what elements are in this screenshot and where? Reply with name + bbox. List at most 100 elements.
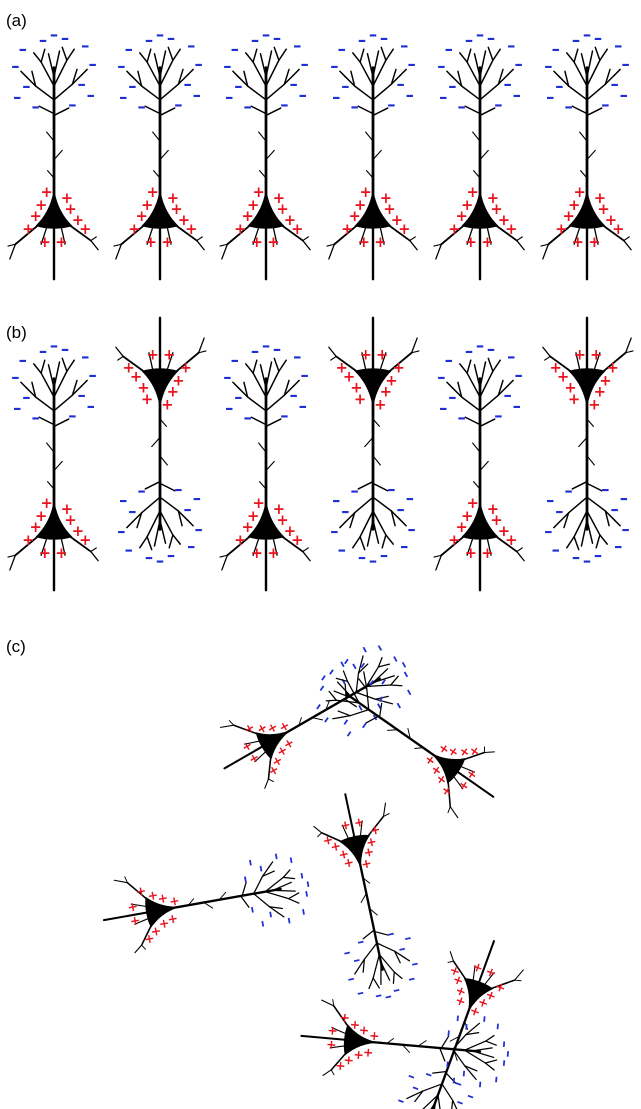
negative-charge-marker: – bbox=[401, 685, 418, 699]
positive-charge-marker: + bbox=[336, 359, 348, 376]
positive-charge-marker: + bbox=[22, 532, 34, 549]
positive-charge-marker: + bbox=[55, 234, 67, 251]
positive-charge-marker: + bbox=[29, 519, 41, 536]
negative-charge-marker: – bbox=[610, 75, 618, 94]
negative-charge-marker: – bbox=[387, 481, 395, 500]
negative-charge-marker: – bbox=[251, 31, 259, 50]
positive-charge-marker: + bbox=[588, 396, 600, 413]
negative-charge-marker: – bbox=[407, 54, 415, 73]
negative-charge-marker: – bbox=[281, 916, 298, 926]
negative-charge-marker: – bbox=[300, 365, 308, 384]
positive-charge-marker: + bbox=[354, 197, 366, 214]
neuron-upright: ++++++++++––––––––––––– bbox=[540, 25, 632, 281]
positive-charge-marker: + bbox=[573, 184, 585, 201]
negative-charge-marker: – bbox=[231, 40, 239, 59]
neuron-upright: ++++++++++––––––––––––– bbox=[326, 25, 418, 281]
positive-charge-marker: + bbox=[333, 1060, 349, 1072]
negative-charge-marker: – bbox=[439, 88, 447, 107]
positive-charge-marker: + bbox=[466, 184, 478, 201]
positive-charge-marker: + bbox=[359, 184, 371, 201]
positive-charge-marker: + bbox=[61, 190, 73, 207]
positive-charge-marker: + bbox=[374, 396, 386, 413]
neuron-body bbox=[7, 357, 99, 592]
negative-charge-marker: – bbox=[346, 971, 356, 988]
negative-charge-marker: – bbox=[507, 347, 515, 366]
negative-charge-marker: – bbox=[137, 97, 145, 116]
negative-charge-marker: – bbox=[237, 874, 254, 884]
negative-charge-marker: – bbox=[465, 31, 473, 50]
negative-charge-marker: – bbox=[50, 25, 58, 44]
positive-charge-marker: + bbox=[180, 359, 192, 376]
negative-charge-marker: – bbox=[234, 388, 242, 407]
negative-charge-marker: – bbox=[22, 77, 30, 96]
negative-charge-marker: – bbox=[88, 54, 96, 73]
negative-charge-marker: – bbox=[242, 858, 259, 868]
negative-charge-marker: – bbox=[496, 1040, 513, 1048]
neuron-inverted: ++++++++++––––––––––––– bbox=[542, 316, 634, 572]
negative-charge-marker: – bbox=[50, 336, 58, 355]
negative-charge-marker: – bbox=[88, 365, 96, 384]
neuron-body bbox=[328, 316, 420, 551]
negative-charge-marker: – bbox=[488, 1075, 505, 1083]
negative-charge-marker: – bbox=[19, 351, 27, 370]
panel-c-circular-neurons: ++++++++++–––––––––––––++++++++++–––––––… bbox=[102, 641, 524, 1109]
positive-charge-marker: + bbox=[337, 1012, 353, 1024]
positive-charge-marker: + bbox=[350, 379, 362, 396]
positive-charge-marker: + bbox=[341, 221, 353, 238]
negative-charge-marker: – bbox=[137, 483, 145, 502]
positive-charge-marker: + bbox=[605, 212, 617, 229]
negative-charge-marker: – bbox=[223, 367, 231, 386]
negative-charge-marker: – bbox=[400, 36, 408, 55]
negative-charge-marker: – bbox=[117, 56, 125, 75]
negative-charge-marker: – bbox=[476, 25, 484, 44]
positive-charge-marker: + bbox=[465, 234, 477, 251]
positive-charge-marker: + bbox=[142, 932, 159, 945]
negative-charge-marker: – bbox=[395, 1093, 407, 1109]
positive-charge-marker: + bbox=[251, 545, 263, 562]
positive-charge-marker: + bbox=[167, 383, 179, 400]
negative-charge-marker: – bbox=[387, 95, 395, 114]
negative-charge-marker: – bbox=[594, 29, 602, 48]
positive-charge-marker: + bbox=[498, 212, 510, 229]
negative-charge-marker: – bbox=[457, 408, 465, 427]
negative-charge-marker: – bbox=[472, 1080, 489, 1088]
negative-charge-marker: – bbox=[310, 699, 327, 714]
positive-charge-marker: + bbox=[505, 221, 517, 238]
positive-charge-marker: + bbox=[450, 972, 465, 990]
positive-charge-marker: + bbox=[380, 190, 392, 207]
negative-charge-marker: – bbox=[494, 406, 502, 425]
negative-charge-marker: – bbox=[445, 40, 453, 59]
negative-charge-marker: – bbox=[552, 542, 560, 561]
negative-charge-marker: – bbox=[280, 406, 288, 425]
negative-charge-marker: – bbox=[280, 95, 288, 114]
negative-charge-marker: – bbox=[621, 522, 629, 541]
positive-charge-marker: + bbox=[324, 1039, 340, 1051]
negative-charge-marker: – bbox=[289, 75, 297, 94]
negative-charge-marker: – bbox=[564, 483, 572, 502]
negative-charge-marker: – bbox=[318, 712, 335, 727]
negative-charge-marker: – bbox=[300, 54, 308, 73]
negative-charge-marker: – bbox=[403, 930, 413, 947]
negative-charge-marker: – bbox=[262, 336, 270, 355]
positive-charge-marker: + bbox=[590, 346, 602, 363]
neuron-inverted: ++++++++++––––––––––––– bbox=[115, 316, 207, 572]
positive-charge-marker: + bbox=[557, 368, 569, 385]
negative-charge-marker: – bbox=[391, 982, 401, 999]
positive-charge-marker: + bbox=[64, 512, 76, 529]
positive-charge-marker: + bbox=[137, 379, 149, 396]
positive-charge-marker: + bbox=[252, 495, 264, 512]
positive-charge-marker: + bbox=[505, 532, 517, 549]
positive-charge-marker: + bbox=[493, 979, 508, 997]
positive-charge-marker: + bbox=[358, 234, 370, 251]
positive-charge-marker: + bbox=[35, 197, 47, 214]
negative-charge-marker: – bbox=[243, 97, 251, 116]
positive-charge-marker: + bbox=[588, 234, 600, 251]
negative-charge-marker: – bbox=[39, 342, 47, 361]
negative-charge-marker: – bbox=[125, 40, 133, 59]
positive-charge-marker: + bbox=[284, 212, 296, 229]
positive-charge-marker: + bbox=[470, 959, 485, 977]
negative-charge-marker: – bbox=[243, 408, 251, 427]
neuron-body bbox=[325, 670, 495, 819]
negative-charge-marker: – bbox=[183, 502, 191, 521]
